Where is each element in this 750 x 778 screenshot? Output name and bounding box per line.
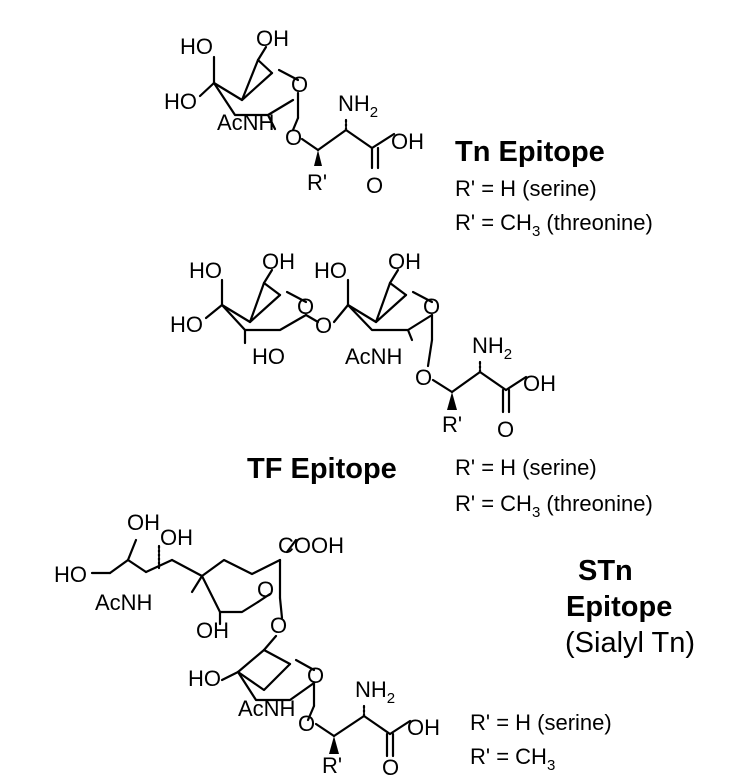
stn-note-threonine: R' = CH3 xyxy=(470,744,555,774)
stn-acnh-sia-label: AcNH xyxy=(95,590,152,615)
tf-acid-oh-label: OH xyxy=(523,371,556,396)
tf-acnh-label: AcNH xyxy=(345,344,402,369)
tn-note-serine: R' = H (serine) xyxy=(455,176,597,201)
tf-r-label: R' xyxy=(442,412,462,437)
tf-title: TF Epitope xyxy=(247,453,397,485)
stn-ho-side-label: HO xyxy=(54,562,87,587)
tf-glycosidic-o-label: O xyxy=(415,365,432,390)
stn-epitope: OH OH HO AcNH COOH O OH O HO O AcNH O xyxy=(54,510,695,778)
tf-gal-ho4-label: HO xyxy=(189,258,222,283)
tf-galnac-ho4-label: HO xyxy=(314,258,347,283)
tf-carbonyl-o-label: O xyxy=(497,417,514,442)
tn-ring-o-label: O xyxy=(291,72,308,97)
stn-nh2-label: NH2 xyxy=(355,677,395,707)
stn-r-label: R' xyxy=(322,753,342,778)
tf-gal-ring xyxy=(204,268,320,345)
stn-link-o-label: O xyxy=(270,613,287,638)
tn-epitope: HO OH HO O AcNH O NH2 OH O R' Tn Epitope… xyxy=(164,26,653,240)
stn-sialic-acid-ring xyxy=(90,538,298,626)
stn-amino-acid-chain xyxy=(314,703,412,758)
stn-note-serine: R' = H (serine) xyxy=(470,710,612,735)
stn-oh-b-label: OH xyxy=(160,525,193,550)
tf-gal-oh6-label: OH xyxy=(262,249,295,274)
tn-ho4-label: HO xyxy=(180,34,213,59)
tn-amino-acid-chain xyxy=(300,118,396,170)
tf-note-threonine: R' = CH3 (threonine) xyxy=(455,491,653,521)
tf-gal-ho3-label: HO xyxy=(170,312,203,337)
tn-ho3-label: HO xyxy=(164,89,197,114)
tf-gal-ring-o-label: O xyxy=(297,294,314,319)
stn-acid-oh-label: OH xyxy=(407,715,440,740)
stn-title-line-1: STn xyxy=(578,555,633,587)
tn-galnac-ring xyxy=(198,45,300,132)
tn-acid-oh-label: OH xyxy=(391,129,424,154)
stn-ring-o-label: O xyxy=(307,663,324,688)
tf-note-serine: R' = H (serine) xyxy=(455,455,597,480)
tn-title: Tn Epitope xyxy=(455,136,605,168)
stn-carbonyl-o-label: O xyxy=(382,755,399,778)
tf-galnac-ring-o-label: O xyxy=(423,294,440,319)
tf-amino-acid-chain xyxy=(431,358,528,414)
tf-galnac-ring xyxy=(332,268,434,368)
tn-note-threonine: R' = CH3 (threonine) xyxy=(455,210,653,240)
tn-acnh-label: AcNH xyxy=(217,110,274,135)
stn-title-line-2: Epitope xyxy=(566,591,672,623)
tn-oh6-label: OH xyxy=(256,26,289,51)
stn-acnh-label: AcNH xyxy=(238,696,295,721)
stn-ho4-label: HO xyxy=(188,666,221,691)
tn-glycosidic-o-label: O xyxy=(285,125,302,150)
tn-carbonyl-o-label: O xyxy=(366,173,383,198)
stn-glycosidic-o-label: O xyxy=(298,711,315,736)
tf-nh2-label: NH2 xyxy=(472,333,512,363)
tn-r-label: R' xyxy=(307,170,327,195)
stn-oh-sia4-label: OH xyxy=(196,618,229,643)
tf-epitope: HO OH HO O HO O HO OH O AcNH O xyxy=(170,249,653,521)
tn-nh2-label: NH2 xyxy=(338,91,378,121)
tf-galnac-oh6-label: OH xyxy=(388,249,421,274)
tf-gal-ho2-label: HO xyxy=(252,344,285,369)
tf-link-o-label: O xyxy=(315,313,332,338)
stn-galnac-ring xyxy=(220,634,316,722)
stn-oh-a-label: OH xyxy=(127,510,160,535)
stn-cooh-label: COOH xyxy=(278,533,344,558)
stn-subtitle: (Sialyl Tn) xyxy=(565,627,695,659)
stn-sia-ring-o-label: O xyxy=(257,577,274,602)
